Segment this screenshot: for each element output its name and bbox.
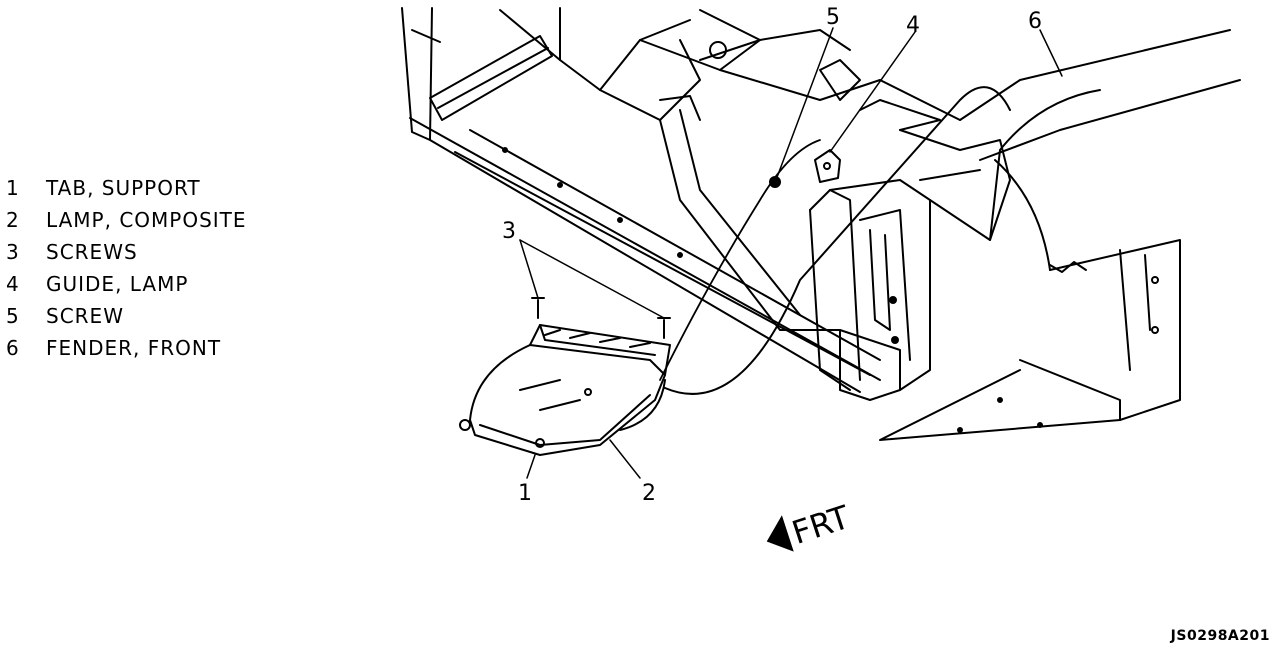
legend-label: SCREW xyxy=(46,304,124,328)
legend-label: GUIDE, LAMP xyxy=(46,272,189,296)
legend-item: 4 GUIDE, LAMP xyxy=(6,268,247,300)
callout-3: 3 xyxy=(502,219,516,244)
parts-legend: 1 TAB, SUPPORT 2 LAMP, COMPOSITE 3 SCREWS 4… xyxy=(6,172,247,364)
legend-item: 6 FENDER, FRONT xyxy=(6,332,247,364)
legend-label: TAB, SUPPORT xyxy=(46,176,201,200)
leader-lines xyxy=(519,27,1063,479)
legend-label: LAMP, COMPOSITE xyxy=(46,208,247,232)
callout-6: 6 xyxy=(1028,9,1042,34)
front-direction-indicator: FRT xyxy=(766,498,855,552)
front-fender xyxy=(879,29,1241,441)
legend-number: 6 xyxy=(6,336,20,360)
callout-1: 1 xyxy=(518,481,532,506)
legend-label: SCREWS xyxy=(46,240,138,264)
legend-item: 5 SCREW xyxy=(6,300,247,332)
radiator-support-frame xyxy=(401,7,1011,401)
legend-number: 2 xyxy=(6,208,20,232)
direction-label: FRT xyxy=(787,498,854,552)
callout-4: 4 xyxy=(906,13,920,38)
composite-lamp xyxy=(459,324,671,456)
legend-item: 1 TAB, SUPPORT xyxy=(6,172,247,204)
direction-arrow-icon xyxy=(766,515,794,552)
lamp-guide xyxy=(814,149,841,183)
callout-5: 5 xyxy=(826,5,840,30)
figure-id: JS0298A201 xyxy=(1170,628,1270,644)
legend-label: FENDER, FRONT xyxy=(46,336,222,360)
callout-2: 2 xyxy=(642,481,656,506)
legend-number: 1 xyxy=(6,176,20,200)
legend-number: 3 xyxy=(6,240,20,264)
legend-number: 4 xyxy=(6,272,20,296)
legend-number: 5 xyxy=(6,304,20,328)
legend-item: 2 LAMP, COMPOSITE xyxy=(6,204,247,236)
legend-item: 3 SCREWS xyxy=(6,236,247,268)
